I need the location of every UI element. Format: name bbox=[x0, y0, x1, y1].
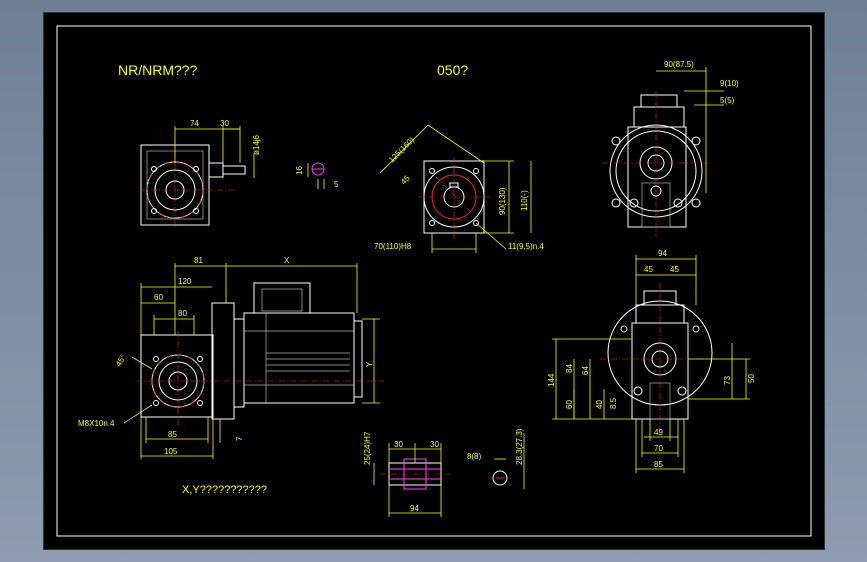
dim-64: 64 bbox=[581, 366, 590, 375]
view-top-left: 74 30 ø14j6 16 5 bbox=[140, 119, 339, 229]
title-center: 050? bbox=[437, 62, 468, 78]
dim-45b: 45 bbox=[670, 265, 679, 274]
dim-9-10: 9(10) bbox=[720, 79, 739, 88]
dim-125: 125(160) bbox=[387, 135, 416, 164]
dim-85-b: 85 bbox=[654, 460, 663, 469]
view-flange: 125(160) 45 90(130) 110(-) 70(110)H8 11(… bbox=[374, 124, 544, 253]
dim-60: 60 bbox=[154, 293, 163, 302]
dim-80: 80 bbox=[178, 309, 187, 318]
dim-60-b: 60 bbox=[565, 400, 574, 409]
drawing-canvas[interactable]: NR/NRM??? 050? X,Y??????????? 74 30 ø14j… bbox=[44, 13, 824, 549]
dim-phi14: ø14j6 bbox=[252, 134, 261, 155]
dim-16: 16 bbox=[295, 166, 304, 175]
dim-45a: 45 bbox=[644, 265, 653, 274]
dim-84: 84 bbox=[565, 364, 574, 373]
dim-y: Y bbox=[365, 361, 374, 367]
dim-105: 105 bbox=[164, 447, 178, 456]
dim-70-b: 70 bbox=[654, 444, 663, 453]
dim-30a: 30 bbox=[394, 440, 403, 449]
dim-49: 49 bbox=[654, 428, 663, 437]
dim-30: 30 bbox=[220, 119, 229, 128]
dim-25: 25(24)H7 bbox=[363, 431, 372, 465]
view-hollow-shaft: 30 30 25(24)H7 94 8(8) 28.3(27.3) bbox=[363, 428, 525, 517]
dim-45: 45 bbox=[399, 173, 412, 186]
dim-7: 7 bbox=[235, 436, 244, 441]
dim-11: 11(9.5)n.4 bbox=[508, 242, 544, 251]
dim-5: 5 bbox=[334, 180, 339, 189]
dim-90: 90(130) bbox=[498, 187, 507, 215]
view-motor-assembly: 45° 81 X 120 60 80 Y M8X10n bbox=[78, 256, 384, 459]
title-left: NR/NRM??? bbox=[118, 62, 198, 78]
dim-94-shaft: 94 bbox=[410, 504, 419, 513]
dim-45deg: 45° bbox=[114, 353, 128, 368]
view-top-right: 90(87.5) 9(10) 5(5) bbox=[602, 60, 739, 237]
dim-94-top: 94 bbox=[658, 249, 667, 258]
dim-85: 85 bbox=[168, 430, 177, 439]
dim-70: 70(110)H8 bbox=[374, 242, 412, 251]
dim-m8: M8X10n.4 bbox=[78, 419, 115, 428]
cad-drawing: NR/NRM??? 050? X,Y??????????? 74 30 ø14j… bbox=[56, 25, 812, 537]
note-text: X,Y??????????? bbox=[182, 484, 267, 496]
dim-110: 110(-) bbox=[520, 190, 529, 211]
dim-5-5: 5(5) bbox=[720, 96, 735, 105]
dim-73: 73 bbox=[723, 376, 732, 385]
dim-50: 50 bbox=[747, 374, 756, 383]
dim-81: 81 bbox=[194, 256, 203, 265]
dim-144: 144 bbox=[547, 373, 556, 387]
drawing-border bbox=[56, 25, 812, 537]
view-bottom-right: 94 45 45 144 84 64 60 40 8.5 73 50 49 70 bbox=[547, 249, 756, 473]
dim-28: 28.3(27.3) bbox=[515, 428, 524, 465]
dim-8-8: 8(8) bbox=[467, 452, 482, 461]
dim-90-87: 90(87.5) bbox=[664, 60, 694, 69]
dim-8-5: 8.5 bbox=[609, 397, 618, 409]
dim-30b: 30 bbox=[430, 440, 439, 449]
dim-40: 40 bbox=[595, 400, 604, 409]
dim-x: X bbox=[284, 256, 290, 265]
dim-120: 120 bbox=[178, 277, 192, 286]
dim-74: 74 bbox=[190, 119, 199, 128]
